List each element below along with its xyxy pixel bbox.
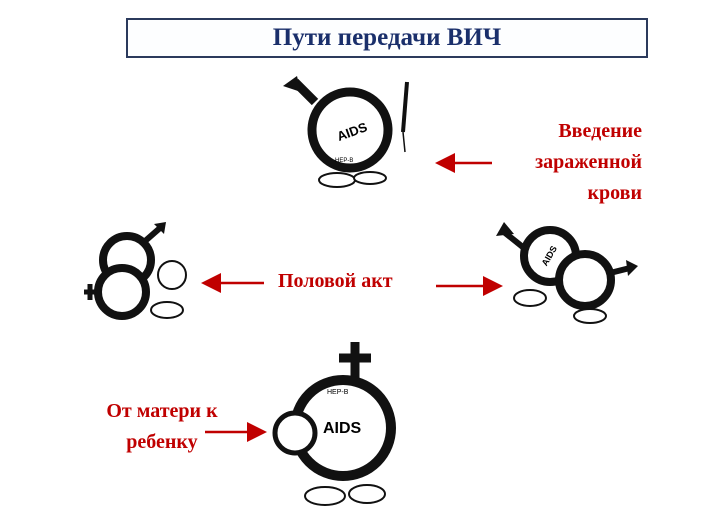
mother-route-label: От матери к ребенку bbox=[72, 396, 252, 458]
sexual-route-label: Половой акт bbox=[278, 270, 393, 292]
illustration-mother-child: HEP-B AIDS bbox=[272, 342, 396, 506]
blood-line-3: крови bbox=[587, 182, 642, 204]
illustration-injection: AIDS HEP-B bbox=[283, 76, 409, 188]
hep-lettering: HEP-B bbox=[335, 158, 353, 164]
illustration-couple-right: AIDS bbox=[496, 222, 638, 324]
illustration-couple-left bbox=[84, 222, 187, 320]
hep-lettering-bottom: HEP-B bbox=[327, 389, 349, 396]
mother-line-2: ребенку bbox=[126, 431, 198, 453]
aids-lettering-bottom: AIDS bbox=[323, 420, 362, 437]
mother-line-1: От матери к bbox=[106, 400, 218, 422]
slide-title: Пути передачи ВИЧ bbox=[272, 24, 502, 51]
blood-line-2: зараженной bbox=[535, 151, 642, 173]
blood-route-label: Введение зараженной крови bbox=[500, 116, 642, 209]
title-box: Пути передачи ВИЧ bbox=[126, 18, 648, 58]
blood-line-1: Введение bbox=[558, 120, 642, 142]
